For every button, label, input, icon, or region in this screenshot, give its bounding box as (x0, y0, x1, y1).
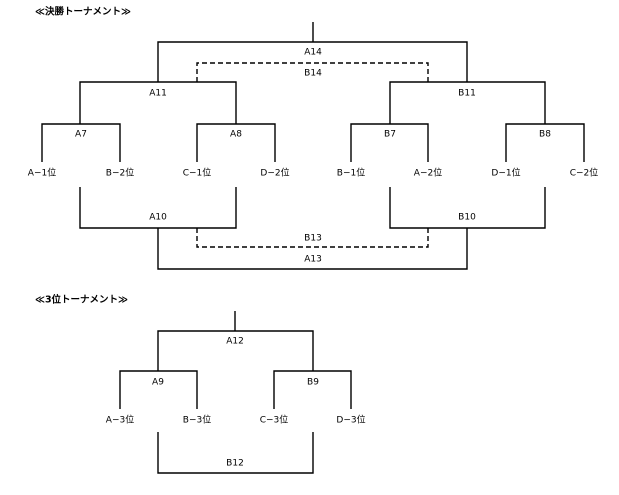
final-bracket-lines (41, 22, 585, 270)
team-label: D−1位 (491, 167, 520, 179)
match-label-b13: B13 (304, 234, 322, 244)
match-label-b9: B9 (307, 378, 319, 388)
match-label-a10: A10 (149, 213, 167, 223)
match-label-a11: A11 (149, 89, 167, 99)
team-label: A−1位 (28, 167, 56, 179)
team-label: C−2位 (570, 167, 599, 179)
final-tournament-title: ≪決勝トーナメント≫ (35, 6, 131, 18)
third-place-tournament-title: ≪3位トーナメント≫ (35, 294, 128, 306)
match-label-b11: B11 (458, 89, 476, 99)
match-label-b8: B8 (539, 130, 551, 140)
match-label-b14: B14 (304, 69, 322, 79)
match-label-a14: A14 (304, 48, 322, 58)
team-label: C−3位 (260, 414, 289, 426)
match-label-b12: B12 (226, 459, 244, 469)
team-label: D−2位 (260, 167, 289, 179)
match-label-a9: A9 (152, 378, 164, 388)
match-label-a13: A13 (304, 255, 322, 265)
team-label: B−2位 (106, 167, 134, 179)
match-label-b7: B7 (384, 130, 396, 140)
team-label: C−1位 (183, 167, 212, 179)
team-label: B−3位 (183, 414, 211, 426)
match-label-a8: A8 (230, 130, 242, 140)
team-label: A−3位 (106, 414, 134, 426)
team-label: A−2位 (414, 167, 442, 179)
team-label: D−3位 (336, 414, 365, 426)
match-label-b10: B10 (458, 213, 476, 223)
team-label: B−1位 (337, 167, 365, 179)
match-label-a12: A12 (226, 337, 244, 347)
third-place-bracket-lines (119, 311, 352, 474)
match-label-a7: A7 (75, 130, 87, 140)
